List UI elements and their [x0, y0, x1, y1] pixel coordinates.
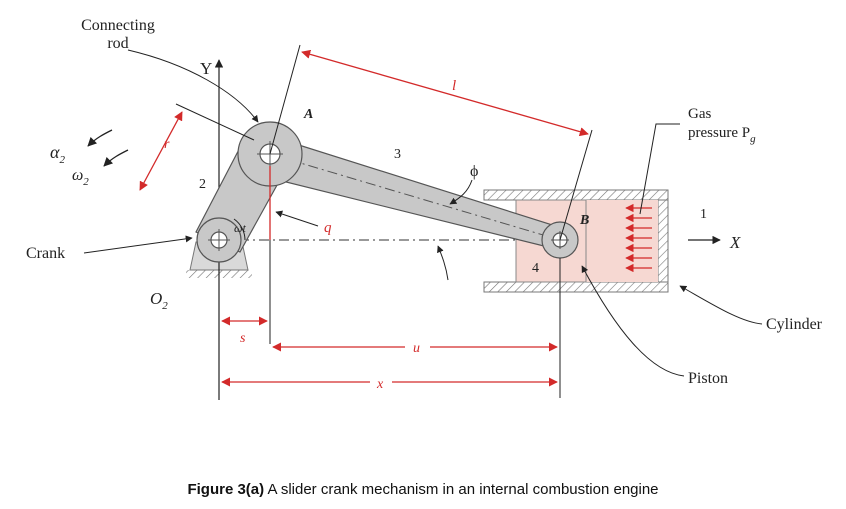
o2-label: O2	[150, 289, 168, 312]
r-dimension-line	[139, 111, 183, 191]
omega-t-label: ωt	[234, 221, 246, 235]
dim-q-label: q	[324, 220, 332, 236]
phi-leader-top	[449, 179, 473, 205]
crank-leader	[83, 235, 193, 254]
point-a-label: A	[303, 107, 313, 122]
link-1-label: 1	[700, 207, 707, 222]
q-leader	[275, 210, 319, 227]
gas-chamber	[586, 200, 658, 282]
connecting-rod-leader	[127, 49, 259, 123]
cylinder-label: Cylinder	[766, 316, 823, 333]
omega-rotation-arrow	[103, 149, 129, 167]
crank-label: Crank	[26, 245, 65, 262]
omega-label: ω2	[72, 167, 89, 188]
dim-u-label: u	[413, 341, 420, 356]
figure-caption: Figure 3(a) A slider crank mechanism in …	[0, 481, 846, 498]
gas-pressure-leader	[639, 123, 680, 215]
phi-leader-bottom	[437, 245, 449, 281]
gas-label-line2: pressure Pg	[688, 125, 756, 145]
joint-o2	[196, 217, 242, 263]
r-extension-a	[175, 103, 255, 141]
y-axis-label: Y	[200, 59, 212, 78]
l-extension-b	[559, 129, 593, 241]
piston-leader	[581, 265, 685, 377]
dim-s-label: s	[240, 331, 246, 346]
l-extension-a	[269, 44, 301, 155]
dim-phi-label: ϕ	[470, 163, 478, 180]
dim-l-label: l	[452, 78, 456, 94]
connecting-rod-label-line2: rod	[107, 35, 128, 52]
connecting-rod-label-line1: Connecting	[81, 17, 155, 34]
link-4-label: 4	[532, 261, 539, 276]
alpha-label: α2	[50, 142, 65, 166]
dim-r-label: r	[164, 137, 170, 152]
x-axis-label: X	[729, 233, 741, 252]
point-b-label: B	[579, 213, 589, 228]
cylinder-leader	[679, 285, 763, 325]
l-dimension-line	[301, 49, 589, 137]
gas-pressure-arrows	[625, 203, 652, 273]
piston-label: Piston	[688, 370, 728, 387]
link-3-label: 3	[394, 147, 401, 162]
caption-figure-number: Figure 3(a)	[187, 481, 265, 498]
gas-label-line1: Gas	[688, 106, 711, 122]
dim-x-label: x	[376, 377, 384, 392]
caption-text: A slider crank mechanism in an internal …	[264, 481, 659, 498]
omega-t-arc	[233, 218, 246, 241]
alpha-rotation-arrow	[87, 129, 113, 147]
link-2-label: 2	[199, 177, 206, 192]
